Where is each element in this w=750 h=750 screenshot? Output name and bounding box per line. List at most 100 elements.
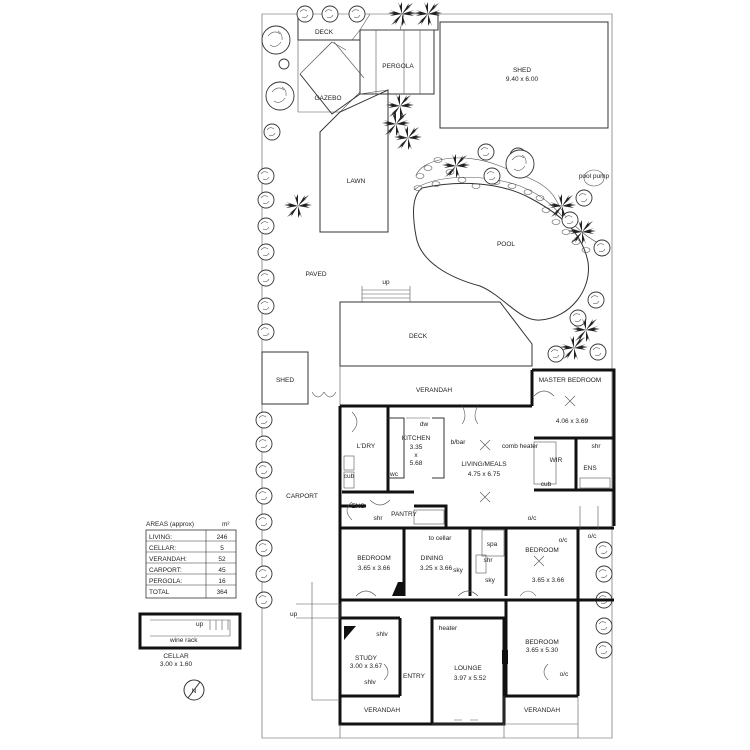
areas-title: AREAS (approx) <box>146 521 194 528</box>
master-bedroom-dim: 4.06 x 3.69 <box>556 418 589 425</box>
lounge-label: LOUNGE <box>454 665 482 672</box>
cupboard-left-label: cub <box>344 473 355 480</box>
wine-rack-label: wine rack <box>169 637 198 644</box>
skylight-a-label: sky <box>453 567 464 574</box>
verandah-rear-label: VERANDAH <box>416 387 452 394</box>
area-value-1: 5 <box>220 545 224 552</box>
cellar-plan <box>138 612 242 650</box>
study-dim: 3.00 x 3.67 <box>350 663 383 670</box>
shed-large <box>439 21 609 129</box>
area-name-0: LIVING: <box>149 534 172 541</box>
laundry-label: L'DRY <box>357 443 376 450</box>
area-value-0: 246 <box>217 534 228 541</box>
area-name-1: CELLAR: <box>149 545 176 552</box>
area-name-4: PERGOLA: <box>149 578 182 585</box>
pool-pump-label: pool pump <box>579 173 610 180</box>
area-name-2: VERANDAH: <box>149 556 187 563</box>
bath-shower-label: shr <box>483 557 493 564</box>
breakfast-bar-label: b/bar <box>451 439 467 446</box>
wir-label: WIR <box>550 457 563 464</box>
areas-unit: m² <box>222 521 230 528</box>
room-labels: DECK PERGOLA GAZEBO SHED 9.40 x 6.00 LAW… <box>276 29 610 584</box>
area-name-3: CARPORT: <box>149 567 182 574</box>
deck-label: DECK <box>409 333 428 340</box>
fixtures <box>296 390 611 738</box>
shed-large-dim: 9.40 x 6.00 <box>506 76 539 83</box>
deck-top-label: DECK <box>315 29 334 36</box>
lawn-label: LAWN <box>347 178 366 185</box>
deck-up-label: up <box>382 279 390 286</box>
deck-outline <box>339 301 533 367</box>
bedroom-east-cupboard-b: o/c <box>588 533 597 540</box>
kitchen-dim-x: x <box>414 452 418 459</box>
shed-small <box>261 351 309 405</box>
dining-dim: 3.25 x 3.66 <box>420 565 453 572</box>
master-cupboard-label: cub <box>541 481 552 488</box>
cellar-label: CELLAR <box>163 653 189 660</box>
shelf-top-label: shlv <box>376 631 388 638</box>
cellar-dim: 3.00 x 1.60 <box>160 661 193 668</box>
master-ensuite-label: ENS <box>583 465 597 472</box>
bedroom-east-dim: 3.65 x 3.66 <box>532 577 565 584</box>
comb-heater-label: comb heater <box>502 443 539 450</box>
bedroom-west-dim: 3.65 x 3.66 <box>358 565 391 572</box>
dining-label: DINING <box>421 555 444 562</box>
pantry-label: PANTRY <box>391 511 417 518</box>
skylight-b-label: sky <box>485 577 496 584</box>
heater-label: heater <box>439 625 458 632</box>
shower-left-label: shr <box>373 515 383 522</box>
living-meals-label: LIVING/MEALS <box>461 461 507 468</box>
paved-label: PAVED <box>305 271 326 278</box>
verandah-front-right-label: VERANDAH <box>524 707 560 714</box>
kitchen-dim-a: 3.35 <box>410 444 423 451</box>
north-compass <box>183 679 205 701</box>
kitchen-label: KITCHEN <box>402 435 431 442</box>
wc-label: wc <box>389 471 399 478</box>
front-up-label: up <box>290 611 298 618</box>
pool-rocks <box>413 157 591 253</box>
to-cellar-label: to cellar <box>429 535 453 542</box>
living-meals-dim: 4.75 x 6.75 <box>468 471 501 478</box>
study-label: STUDY <box>355 655 378 662</box>
master-bedroom-label: MASTER BEDROOM <box>539 377 601 384</box>
areas-table-text: AREAS (approx) m² LIVING: 246 CELLAR: 5 … <box>146 521 230 596</box>
bedroom-east-label: BEDROOM <box>525 547 559 554</box>
carport-label: CARPORT <box>286 493 318 500</box>
area-value-3: 45 <box>218 567 226 574</box>
lounge-dim: 3.97 x 5.52 <box>454 675 487 682</box>
gazebo-label: GAZEBO <box>314 95 341 102</box>
area-name-5: TOTAL <box>149 589 170 596</box>
shed-small-label: SHED <box>276 377 294 384</box>
pergola-label: PERGOLA <box>382 63 414 70</box>
kitchen-dim-b: 5.68 <box>410 460 423 467</box>
palm-plants <box>284 0 600 362</box>
shed-large-label: SHED <box>513 67 531 74</box>
shelf-bottom-label: shlv <box>364 679 376 686</box>
compass-north-label: N <box>192 688 197 695</box>
hall-cupboard-label: o/c <box>528 515 537 522</box>
area-value-5: 364 <box>217 589 228 596</box>
bedroom-south-label: BEDROOM <box>525 639 559 646</box>
bedroom-south-dim: 3.65 x 5.30 <box>526 647 559 654</box>
lawn-area <box>319 89 389 233</box>
areas-table <box>145 529 237 599</box>
pergola-outline <box>359 30 435 95</box>
dishwasher-label: dw <box>420 421 429 428</box>
bedroom-e-cupboard-label: o/c <box>559 537 568 544</box>
spa-label: spa <box>487 541 498 548</box>
area-value-4: 16 <box>218 578 226 585</box>
house-walls <box>338 368 616 726</box>
cellar-labels: up wine rack CELLAR 3.00 x 1.60 <box>160 621 204 668</box>
verandah-front-left-label: VERANDAH <box>364 707 400 714</box>
entry-label: ENTRY <box>403 673 426 680</box>
pool-label: POOL <box>497 241 515 248</box>
cellar-up-label: up <box>196 621 204 628</box>
bedroom-south-cupboard: o/c <box>560 671 569 678</box>
front-labels: up shlv STUDY 3.00 x 3.67 shlv heater LO… <box>192 611 569 714</box>
pool-outline <box>413 182 589 321</box>
ensuite-left-label: ENS <box>351 503 365 510</box>
area-value-2: 52 <box>218 556 226 563</box>
site-boundary <box>261 13 613 739</box>
bedroom-west-label: BEDROOM <box>357 555 391 562</box>
